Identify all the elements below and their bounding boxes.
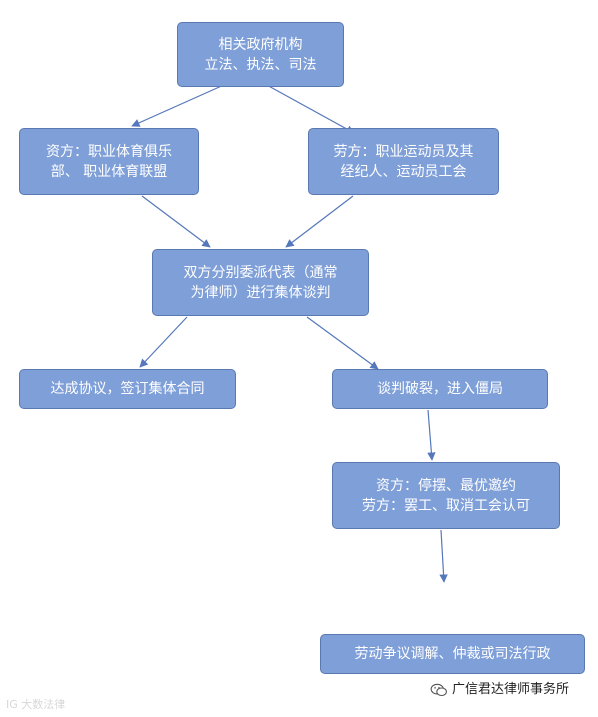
node-agreement: 达成协议，签订集体合同: [19, 369, 236, 409]
arrow-capital-to-negotiation: [141, 195, 211, 248]
arrow-gov-to-capital: [131, 83, 227, 127]
node-bargaining-line1: 双方分别委派代表（通常: [183, 264, 338, 281]
arrow-measures-down: [439, 529, 448, 583]
node-government-line1: 相关政府机构: [218, 36, 303, 53]
node-government-line2: 立法、执法、司法: [204, 56, 317, 73]
node-bargaining-line2: 为律师）进行集体谈判: [190, 284, 331, 301]
watermark-left: IG 大数法律: [6, 698, 66, 711]
node-collective-bargaining: 双方分别委派代表（通常 为律师）进行集体谈判: [152, 249, 369, 316]
node-labor-side: 劳方：职业运动员及其 经纪人、运动员工会: [308, 128, 499, 195]
node-dispute-line2: ———: [431, 666, 474, 674]
node-agreement-text: 达成协议，签订集体合同: [50, 381, 205, 397]
node-labor-dispute: 劳动争议调解、仲裁或司法行政 ———: [320, 634, 585, 674]
arrow-negotiation-to-breakdown: [306, 316, 379, 370]
arrow-gov-to-labor: [264, 83, 355, 134]
arrow-labor-to-negotiation: [285, 195, 354, 248]
node-breakdown: 谈判破裂，进入僵局: [332, 369, 548, 409]
node-capital-line1: 资方：职业体育俱乐: [46, 143, 172, 160]
arrow-breakdown-to-measures: [427, 409, 436, 461]
node-countermeasures-line1: 资方：停摆、最优邀约: [376, 477, 516, 494]
node-countermeasures-line2: 劳方：罢工、取消工会认可: [362, 497, 530, 514]
node-government: 相关政府机构 立法、执法、司法: [177, 22, 344, 87]
node-countermeasures: 资方：停摆、最优邀约 劳方：罢工、取消工会认可: [332, 462, 560, 529]
node-capital-side: 资方：职业体育俱乐 部、 职业体育联盟: [19, 128, 199, 195]
node-capital-line2: 部、 职业体育联盟: [50, 163, 168, 180]
watermark-right-text: 广信君达律师事务所: [452, 682, 570, 697]
wechat-icon: [430, 683, 447, 697]
node-dispute-line1: 劳动争议调解、仲裁或司法行政: [354, 646, 551, 662]
node-labor-line2: 经纪人、运动员工会: [340, 163, 467, 180]
node-labor-line1: 劳方：职业运动员及其: [333, 143, 474, 160]
watermark-right: 广信君达律师事务所: [430, 682, 569, 698]
arrow-negotiation-to-agreement: [139, 316, 188, 368]
node-breakdown-text: 谈判破裂，进入僵局: [377, 381, 503, 397]
